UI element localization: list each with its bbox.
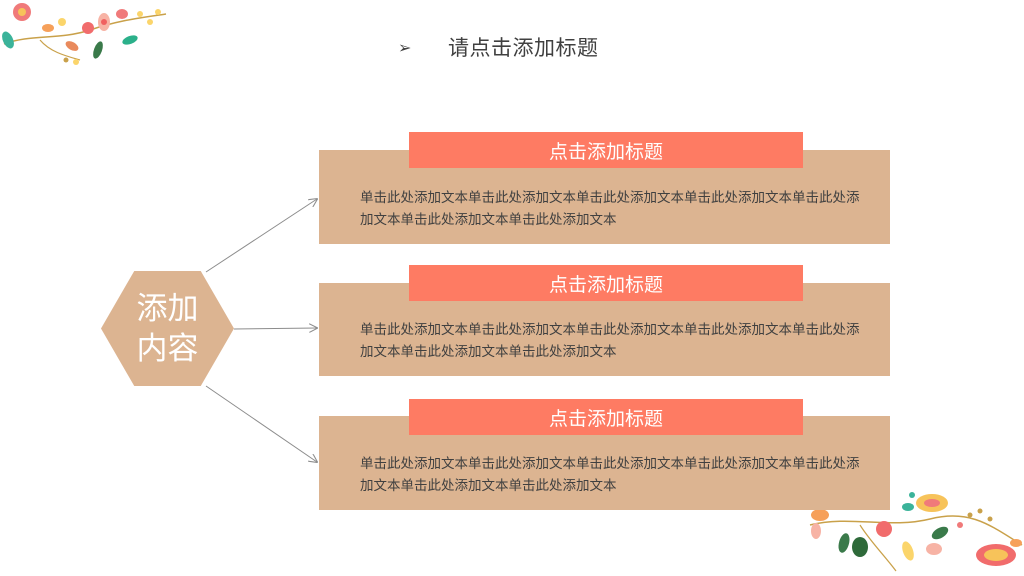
arrow-bullet-icon: ➢ — [398, 37, 412, 57]
connector-line-3 — [205, 385, 317, 462]
card-title-banner-1[interactable]: 点击添加标题 — [409, 132, 803, 168]
connector-line-2 — [233, 328, 317, 329]
hub-label: 添加内容 — [136, 290, 199, 367]
slide-header: ➢ 请点击添加标题 — [398, 30, 599, 64]
connector-line-1 — [205, 199, 317, 273]
slide-title[interactable]: 请点击添加标题 — [448, 36, 599, 60]
card-body-text-1[interactable]: 单击此处添加文本单击此处添加文本单击此处添加文本单击此处添加文本单击此处添加文本… — [360, 190, 860, 228]
hub-hexagon[interactable]: 添加内容 — [101, 271, 234, 386]
card-title-banner-3[interactable]: 点击添加标题 — [409, 399, 803, 435]
card-body-text-3[interactable]: 单击此处添加文本单击此处添加文本单击此处添加文本单击此处添加文本单击此处添加文本… — [360, 456, 860, 494]
card-body-text-2[interactable]: 单击此处添加文本单击此处添加文本单击此处添加文本单击此处添加文本单击此处添加文本… — [360, 322, 860, 360]
card-title-1: 点击添加标题 — [548, 140, 663, 163]
card-title-3: 点击添加标题 — [548, 407, 663, 430]
card-title-2: 点击添加标题 — [548, 273, 663, 296]
floral-decoration-top-left — [2, 3, 167, 65]
card-title-banner-2[interactable]: 点击添加标题 — [409, 265, 803, 301]
